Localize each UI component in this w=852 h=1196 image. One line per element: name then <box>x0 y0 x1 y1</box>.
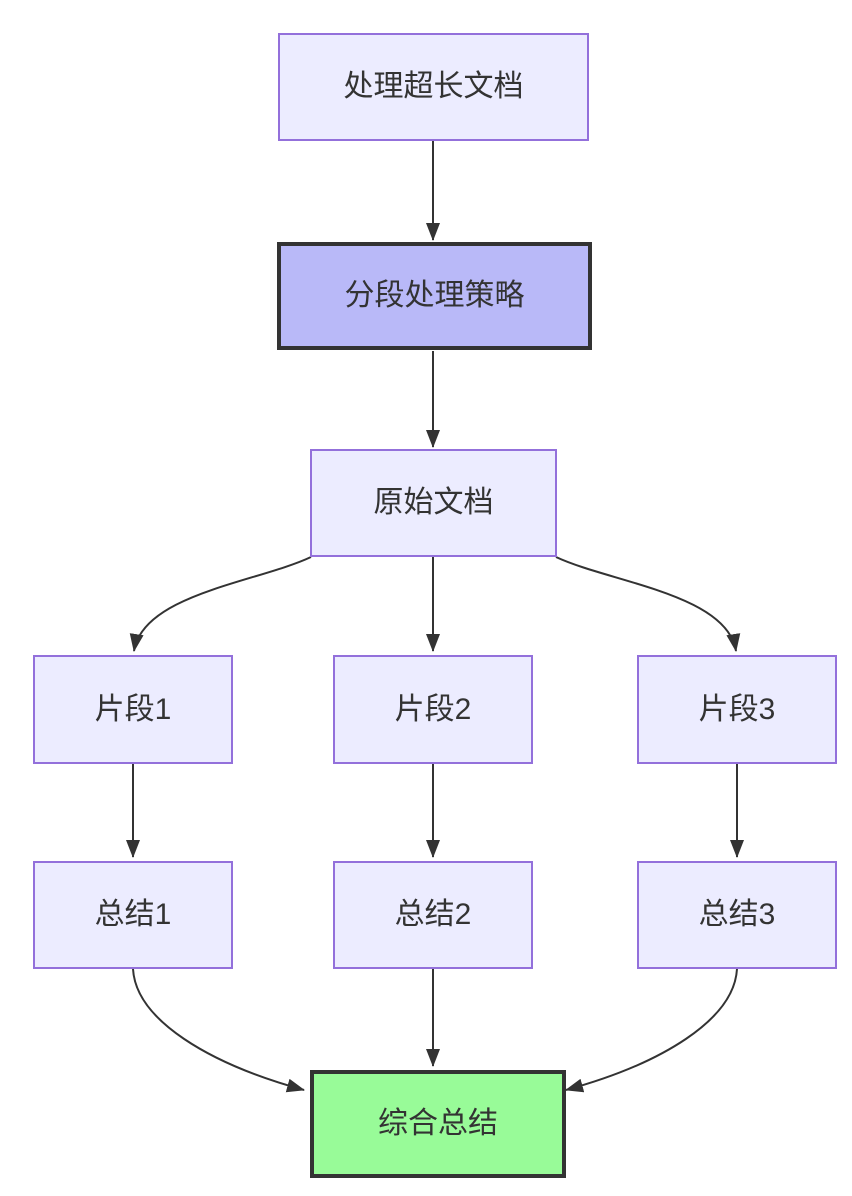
edge-sum1-to-final <box>132 968 305 1093</box>
node-source-doc-label: 原始文档 <box>373 486 494 519</box>
node-final-summary-label: 综合总结 <box>378 1107 498 1140</box>
node-summary-2-label: 总结2 <box>394 898 472 931</box>
node-summary-2: 总结2 <box>333 861 533 969</box>
edge-doc-to-chunk3 <box>555 556 741 652</box>
node-chunk-3: 片段3 <box>637 655 837 764</box>
node-chunk-2: 片段2 <box>333 655 533 764</box>
node-chunk-1: 片段1 <box>33 655 233 764</box>
node-summary-3: 总结3 <box>637 861 837 969</box>
node-strategy: 分段处理策略 <box>277 242 592 350</box>
node-strategy-label: 分段处理策略 <box>344 279 525 312</box>
node-chunk-2-label: 片段2 <box>394 692 472 726</box>
node-source-doc: 原始文档 <box>310 449 557 557</box>
node-summary-1-label: 总结1 <box>94 898 172 931</box>
node-summary-3-label: 总结3 <box>698 898 776 931</box>
edge-doc-to-chunk1 <box>129 556 312 652</box>
node-final-summary: 综合总结 <box>310 1070 566 1178</box>
edge-sum3-to-final <box>565 968 738 1093</box>
node-summary-1: 总结1 <box>33 861 233 969</box>
node-chunk-3-label: 片段3 <box>698 692 776 726</box>
node-task: 处理超长文档 <box>278 33 589 141</box>
node-chunk-1-label: 片段1 <box>94 692 172 726</box>
node-task-label: 处理超长文档 <box>343 70 524 103</box>
